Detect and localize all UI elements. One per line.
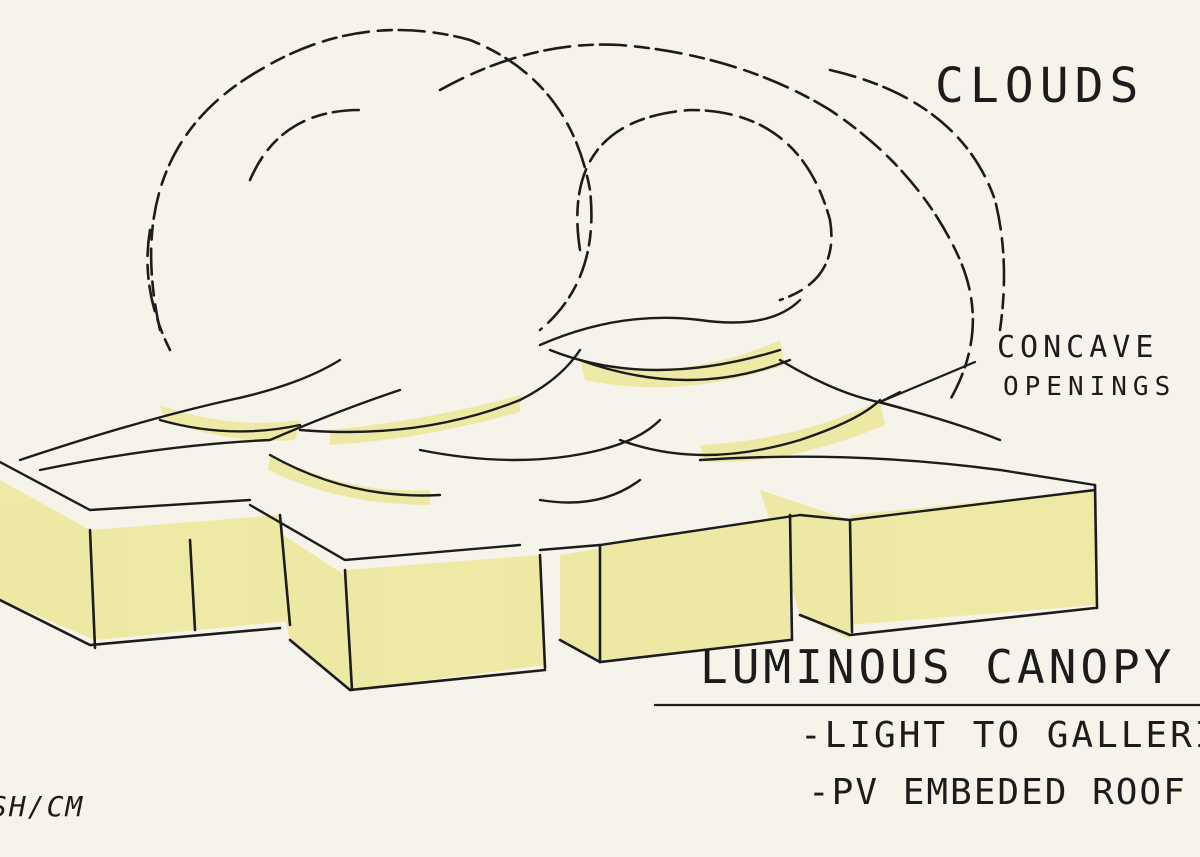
label-concave-line1: CONCAVE bbox=[997, 330, 1158, 365]
label-clouds: CLOUDS bbox=[935, 58, 1144, 114]
cloud-domes bbox=[148, 30, 1005, 400]
label-luminous-canopy: LUMINOUS CANOPY bbox=[700, 640, 1175, 694]
label-pv-embedded-roof: -PV EMBEDED Roof bbox=[808, 772, 1187, 813]
artist-signature: SH/CM bbox=[0, 790, 84, 823]
label-light-to-galleries: -LIGHT TO GALLERIES bbox=[800, 715, 1200, 756]
label-concave-line2: OPENINGS bbox=[1003, 372, 1176, 402]
